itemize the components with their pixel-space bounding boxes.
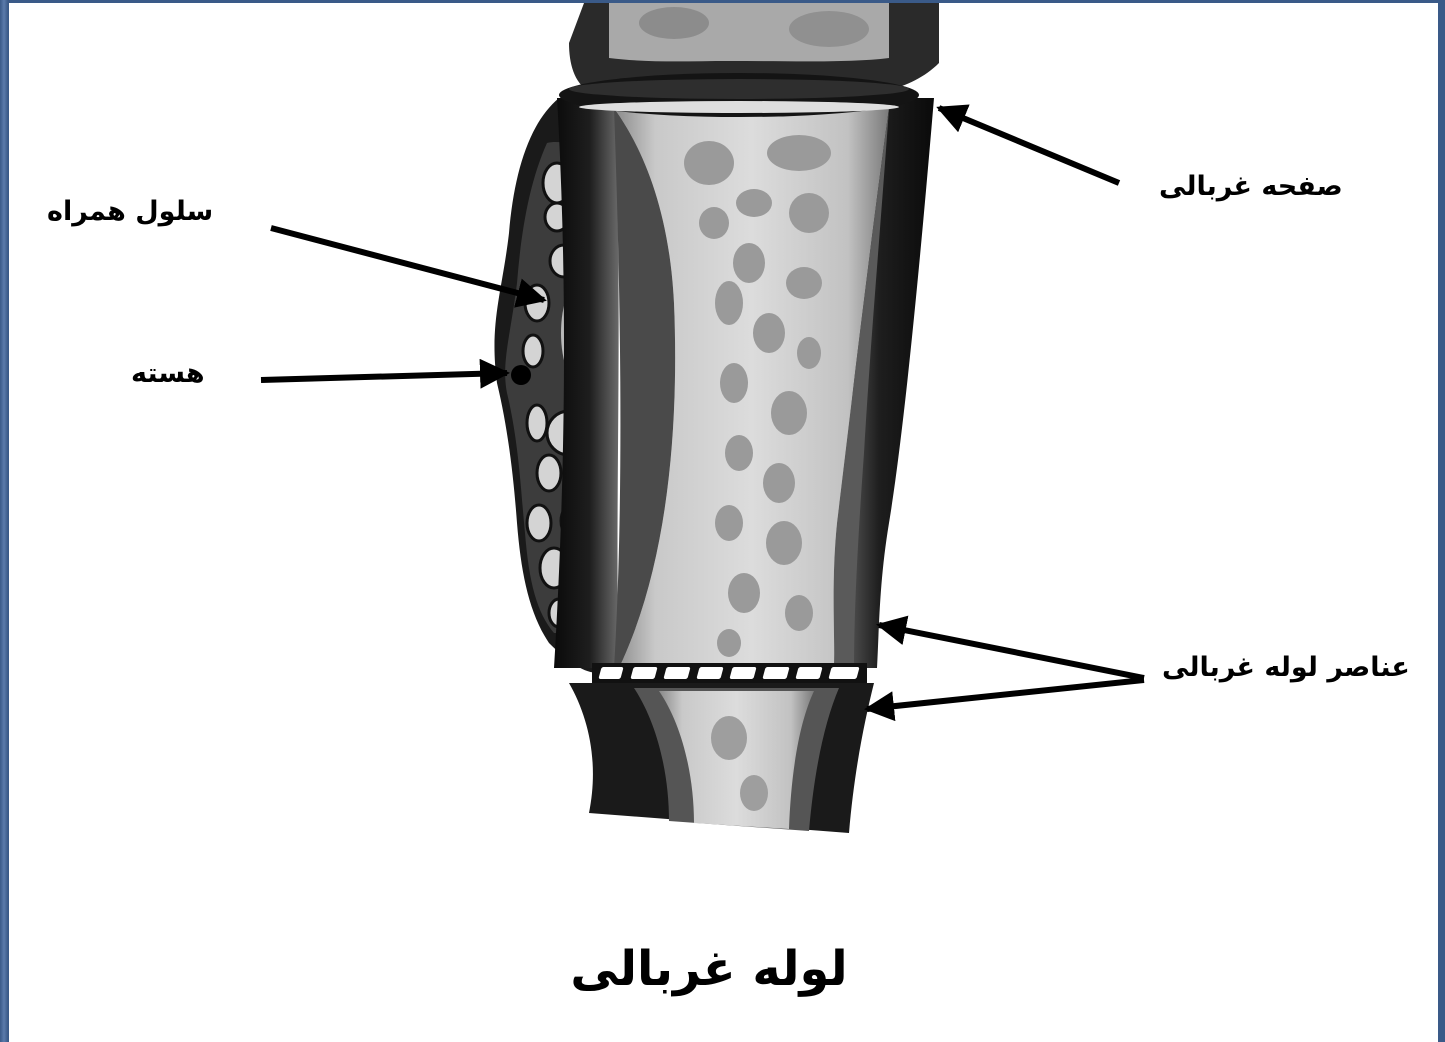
diagram-title: لوله غربالی (449, 941, 969, 997)
sieve-plate-top (559, 73, 919, 117)
label-sieve-plate: صفحه غربالی (1159, 171, 1343, 202)
label-nucleus: هسته (131, 358, 205, 389)
arrow-sieve-plate (939, 108, 1119, 183)
sieve-tube-illustration (9, 3, 1438, 1042)
nucleus-mark (511, 365, 531, 385)
sieve-tube-element (554, 98, 934, 668)
sieve-plate-bottom (592, 663, 867, 683)
lower-element (569, 683, 874, 833)
label-companion-cell: سلول همراه (47, 196, 213, 227)
arrow-element-upper (879, 625, 1144, 678)
label-sieve-tube-elements: عناصر لوله غربالی (1162, 652, 1410, 683)
arrow-companion-cell (271, 228, 544, 300)
diagram-canvas: صفحه غربالی سلول همراه هسته عناصر لوله غ… (9, 3, 1438, 1042)
arrow-element-lower (867, 680, 1144, 709)
arrow-nucleus (261, 373, 507, 380)
